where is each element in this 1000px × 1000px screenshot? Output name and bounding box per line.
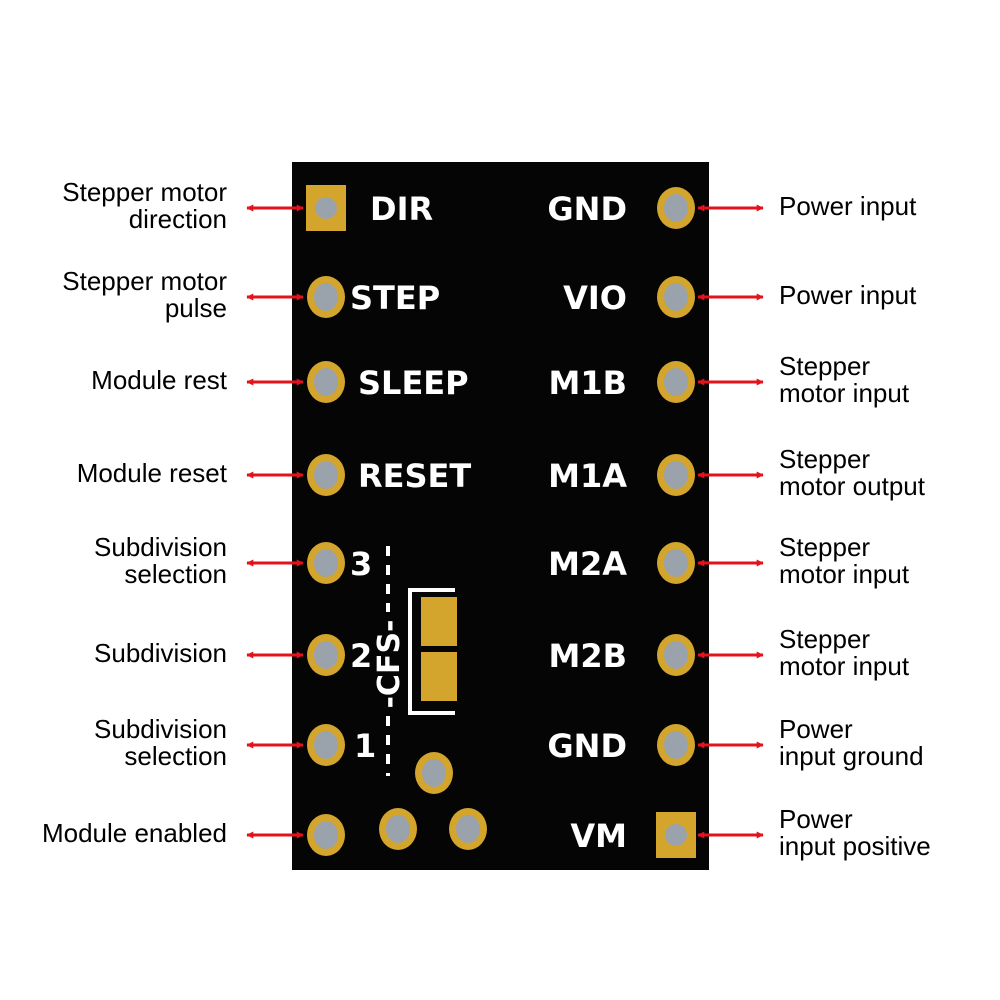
right-description-line: motor input xyxy=(779,378,910,408)
right-description-line: Power xyxy=(779,804,853,834)
right-description-line: Stepper xyxy=(779,351,871,381)
left-pad-2 xyxy=(307,276,345,318)
right-description-line: motor input xyxy=(779,651,910,681)
left-pad-3 xyxy=(307,361,345,403)
right-pad-6 xyxy=(657,634,695,676)
right-description-line: motor input xyxy=(779,559,910,589)
pcb-board xyxy=(292,162,709,870)
right-description-line: Power input xyxy=(779,190,917,221)
pin-label-left-1: DIR xyxy=(370,190,433,228)
left-description-line: selection xyxy=(124,559,227,589)
extra-pad-bottom-2 xyxy=(449,808,487,850)
left-description-3: Module rest xyxy=(91,364,227,395)
right-description-line: Stepper xyxy=(779,444,871,474)
right-description-line: input ground xyxy=(779,741,924,771)
left-description-line: Module enabled xyxy=(41,817,227,848)
cfs-pad-bottom xyxy=(421,652,457,701)
right-pad-3 xyxy=(657,361,695,403)
extra-pad-bottom-1 xyxy=(379,808,417,850)
right-pad-2 xyxy=(657,276,695,318)
right-description-2: Power input xyxy=(779,279,917,310)
right-pad-7 xyxy=(657,724,695,766)
left-pad-4 xyxy=(307,454,345,496)
pin-label-right-1: GND xyxy=(547,190,627,228)
left-description-line: Module rest xyxy=(91,364,227,395)
right-pad-8 xyxy=(656,812,696,858)
pin-label-right-2: VIO xyxy=(563,279,627,317)
right-pad-5 xyxy=(657,542,695,584)
right-description-line: input positive xyxy=(779,831,931,861)
right-description-line: Power input xyxy=(779,279,917,310)
left-description-line: Subdivision xyxy=(94,637,227,668)
right-pad-1 xyxy=(657,187,695,229)
right-pad-4 xyxy=(657,454,695,496)
left-description-line: Subdivision xyxy=(94,532,227,562)
left-pad-6 xyxy=(307,634,345,676)
pin-label-right-4: M1A xyxy=(548,457,627,495)
left-description-line: Stepper motor xyxy=(62,266,227,296)
left-pad-1 xyxy=(306,185,346,231)
left-description-line: Subdivision xyxy=(94,714,227,744)
cfs-label: -CFS- xyxy=(372,619,407,708)
pin-label-left-4: RESET xyxy=(358,457,471,495)
left-description-line: selection xyxy=(124,741,227,771)
pin-label-right-3: M1B xyxy=(549,364,628,402)
pin-label-right-8: VM xyxy=(570,817,627,855)
right-description-line: Stepper xyxy=(779,532,871,562)
pin-label-left-6: 2 xyxy=(350,637,372,675)
left-pad-7 xyxy=(307,724,345,766)
right-description-line: Stepper xyxy=(779,624,871,654)
left-description-line: pulse xyxy=(164,293,227,323)
cfs-pad-top xyxy=(421,597,457,646)
right-description-line: motor output xyxy=(779,471,925,501)
left-description-line: direction xyxy=(128,204,227,234)
left-description-6: Subdivision xyxy=(94,637,227,668)
left-description-8: Module enabled xyxy=(41,817,227,848)
pin-label-left-2: STEP xyxy=(350,279,440,317)
left-pad-5 xyxy=(307,542,345,584)
left-description-line: Stepper motor xyxy=(62,177,227,207)
pin-label-left-3: SLEEP xyxy=(358,364,469,402)
pin-label-right-5: M2A xyxy=(548,545,627,583)
right-description-1: Power input xyxy=(779,190,917,221)
left-description-4: Module reset xyxy=(76,457,227,488)
left-description-line: Module reset xyxy=(76,457,227,488)
cfs-jumper: -CFS- xyxy=(372,546,457,776)
pin-label-left-5: 3 xyxy=(350,545,372,583)
pin-label-right-6: M2B xyxy=(549,637,628,675)
left-pad-8 xyxy=(307,814,345,856)
pin-label-left-7: 1 xyxy=(354,727,376,765)
extra-pad-middle xyxy=(415,752,453,794)
pin-label-right-7: GND xyxy=(547,727,627,765)
right-description-line: Power xyxy=(779,714,853,744)
